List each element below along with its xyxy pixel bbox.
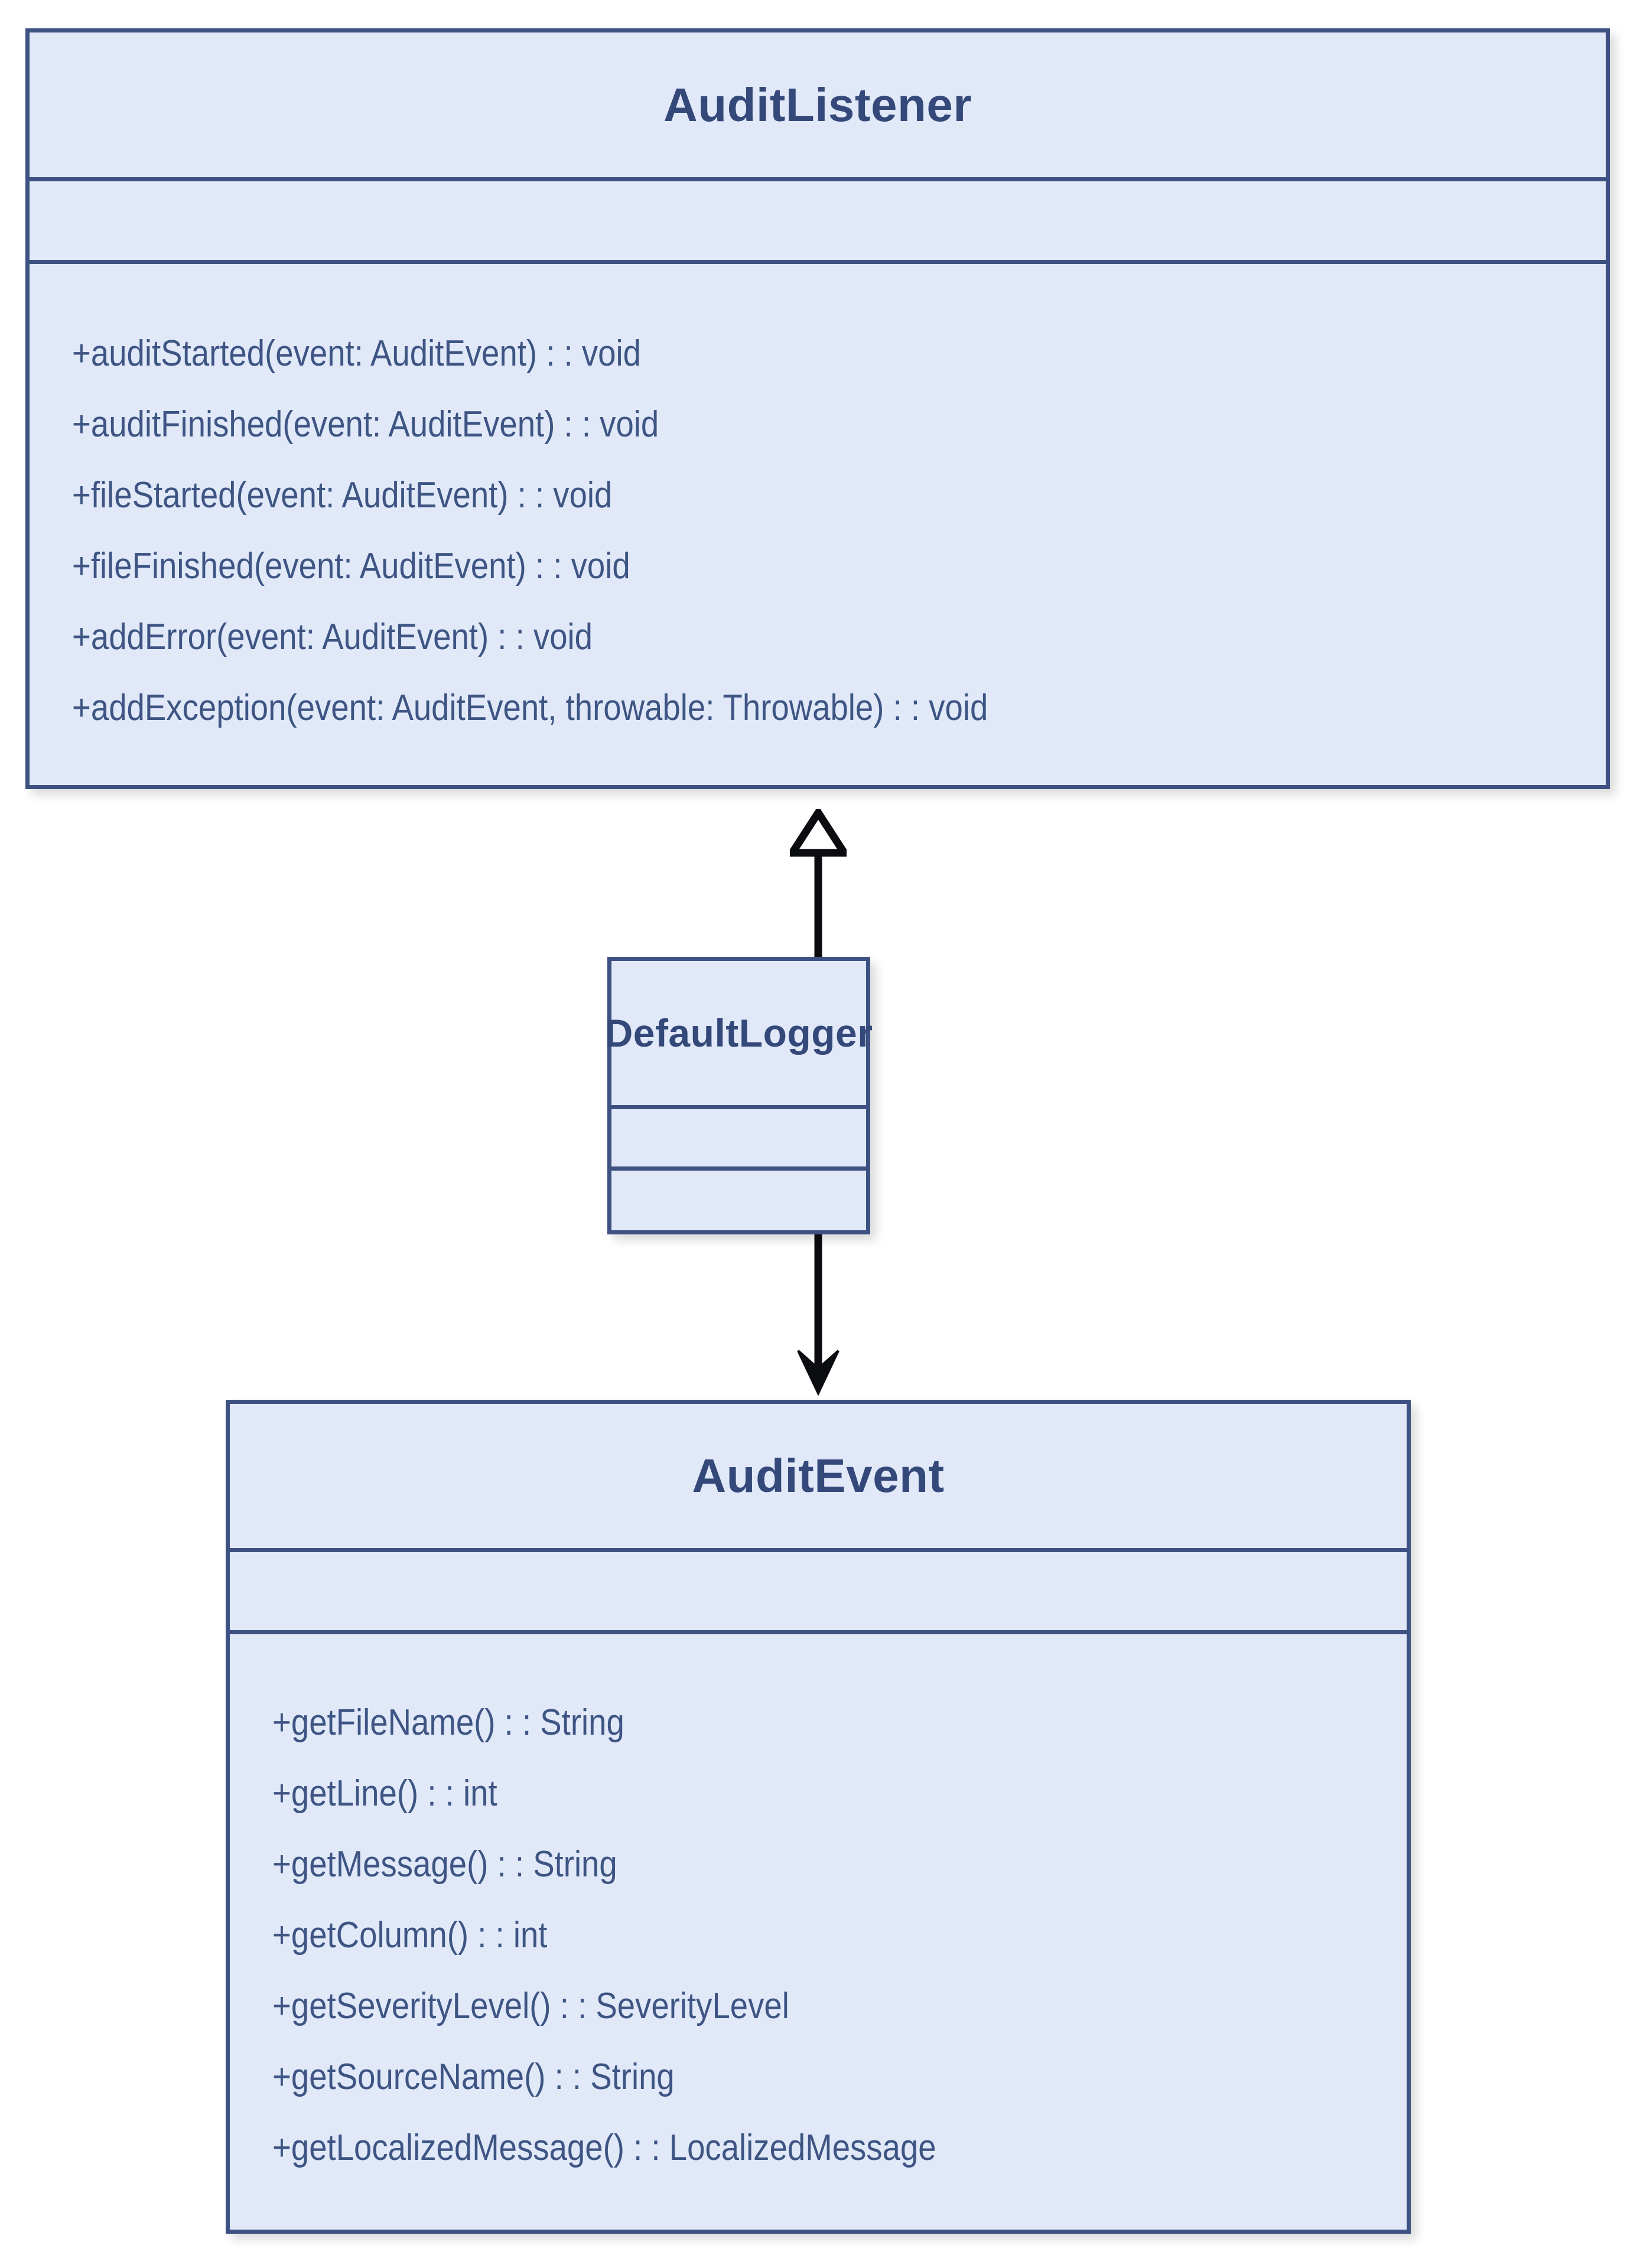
method-item: +addError(event: AuditEvent) : : void — [72, 617, 593, 657]
class-methods-compartment: +getFileName() : : String +getLine() : :… — [230, 1634, 1407, 2230]
uml-class-audit-listener[interactable]: AuditListener +auditStarted(event: Audit… — [25, 28, 1610, 789]
uml-class-default-logger[interactable]: DefaultLogger — [605, 957, 873, 1234]
class-methods-compartment: +auditStarted(event: AuditEvent) : : voi… — [30, 264, 1606, 785]
class-methods-compartment — [611, 1171, 866, 1230]
class-attributes-compartment — [611, 1109, 866, 1171]
method-item: +fileStarted(event: AuditEvent) : : void — [72, 475, 613, 516]
dependency-connector-arrow — [797, 1231, 839, 1396]
method-item: +addException(event: AuditEvent, throwab… — [72, 687, 988, 728]
class-title-compartment: DefaultLogger — [605, 961, 873, 1109]
method-item: +getLine() : : int — [272, 1773, 497, 1814]
class-name-audit-listener: AuditListener — [663, 78, 972, 131]
method-item: +getFileName() : : String — [272, 1702, 624, 1743]
generalization-connector-arrow — [790, 809, 847, 957]
method-item: +auditStarted(event: AuditEvent) : : voi… — [72, 333, 641, 374]
method-list: +auditStarted(event: AuditEvent) : : voi… — [72, 318, 1606, 744]
method-list: +getFileName() : : String +getLine() : :… — [272, 1687, 1407, 2184]
class-name-audit-event: AuditEvent — [692, 1449, 945, 1502]
method-item: +getMessage() : : String — [272, 1844, 617, 1885]
method-item: +getSeverityLevel() : : SeverityLevel — [272, 1986, 789, 2026]
class-title-compartment: AuditEvent — [230, 1404, 1407, 1552]
method-item: +fileFinished(event: AuditEvent) : : voi… — [72, 546, 630, 586]
method-item: +getSourceName() : : String — [272, 2057, 675, 2097]
class-name-default-logger: DefaultLogger — [604, 1011, 873, 1055]
class-title-compartment: AuditListener — [30, 32, 1606, 181]
method-item: +auditFinished(event: AuditEvent) : : vo… — [72, 404, 659, 445]
method-item: +getLocalizedMessage() : : LocalizedMess… — [272, 2127, 936, 2168]
method-item: +getColumn() : : int — [272, 1915, 548, 1956]
uml-class-audit-event[interactable]: AuditEvent +getFileName() : : String +ge… — [226, 1400, 1411, 2234]
class-attributes-compartment — [230, 1552, 1407, 1634]
class-attributes-compartment — [30, 181, 1606, 264]
